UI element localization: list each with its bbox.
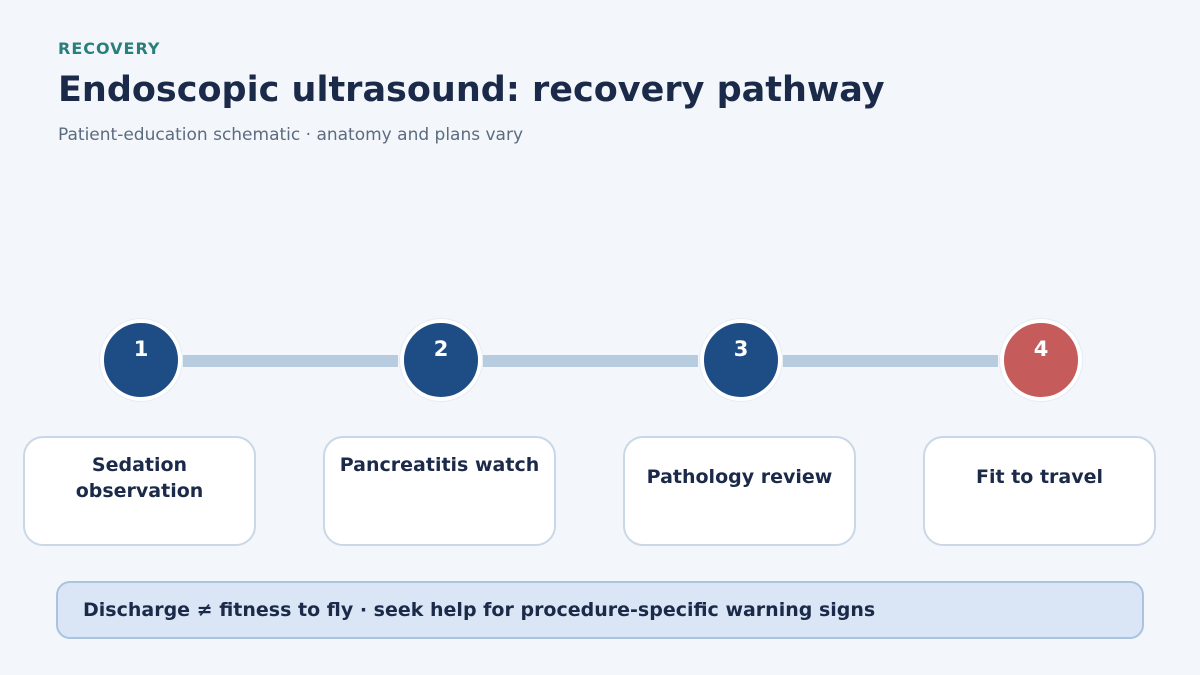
- step-label: Pathology review: [646, 466, 833, 488]
- step-label: Fit to travel: [976, 466, 1103, 488]
- eyebrow-label: RECOVERY: [58, 39, 161, 58]
- step-node-3: 3: [700, 319, 782, 401]
- step-node-2: 2: [400, 319, 482, 401]
- step-card-3: Pathology review: [623, 436, 856, 546]
- warning-banner: Discharge ≠ fitness to fly · seek help f…: [56, 581, 1144, 639]
- step-number: 3: [733, 337, 749, 361]
- step-card-2: Pancreatitis watch: [323, 436, 556, 546]
- step-number: 1: [133, 337, 149, 361]
- step-label: Pancreatitis watch: [339, 454, 540, 476]
- step-number: 2: [433, 337, 449, 361]
- connector-3-4: [783, 355, 998, 367]
- page-title: Endoscopic ultrasound: recovery pathway: [58, 70, 885, 110]
- step-card-4: Fit to travel: [923, 436, 1156, 546]
- step-card-1: Sedation observation: [23, 436, 256, 546]
- connector-1-2: [183, 355, 398, 367]
- connector-2-3: [483, 355, 698, 367]
- page-subtitle: Patient-education schematic · anatomy an…: [58, 125, 524, 145]
- step-node-1: 1: [100, 319, 182, 401]
- step-label: Sedation observation: [75, 454, 204, 502]
- step-node-4: 4: [1000, 319, 1082, 401]
- step-number: 4: [1033, 337, 1049, 361]
